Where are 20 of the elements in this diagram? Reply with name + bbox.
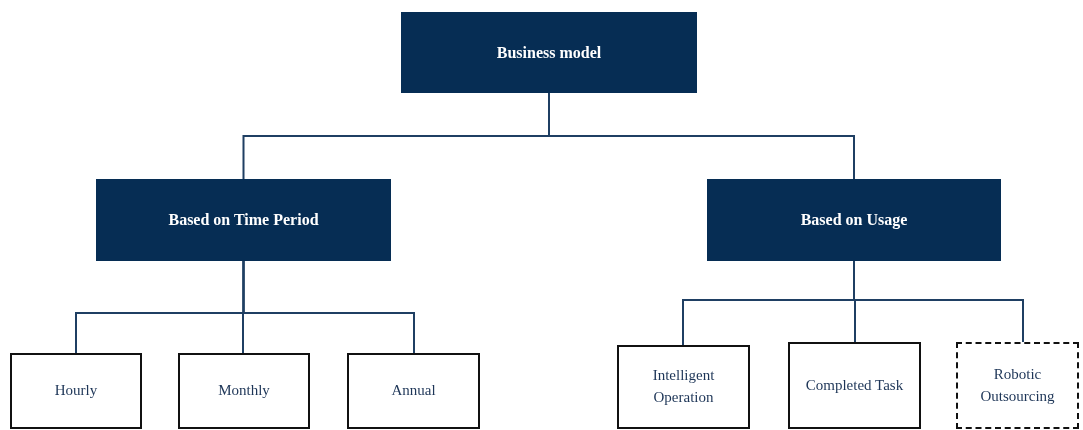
- option-box: [788, 342, 921, 429]
- box-label: Annual: [391, 381, 436, 401]
- box-label: Monthly: [218, 381, 270, 401]
- category-box: [401, 12, 697, 93]
- category-box: [707, 179, 1001, 261]
- box-label: Based on Time Period: [168, 210, 319, 231]
- box-label: Based on Usage: [800, 210, 908, 231]
- option-box: [956, 342, 1079, 429]
- category-box: [96, 179, 391, 261]
- connector-line: [853, 260, 1024, 343]
- box-label: Intelligent Operation: [651, 366, 716, 407]
- option-box: [617, 345, 750, 429]
- box-label: Completed Task: [805, 375, 904, 395]
- option-box: [10, 353, 142, 429]
- box-label: Business model: [496, 42, 602, 63]
- connector-line: [242, 260, 415, 354]
- option-box: [178, 353, 310, 429]
- option-box: [347, 353, 480, 429]
- box-label: Hourly: [54, 381, 98, 401]
- box-label: Robotic Outsourcing: [979, 364, 1056, 406]
